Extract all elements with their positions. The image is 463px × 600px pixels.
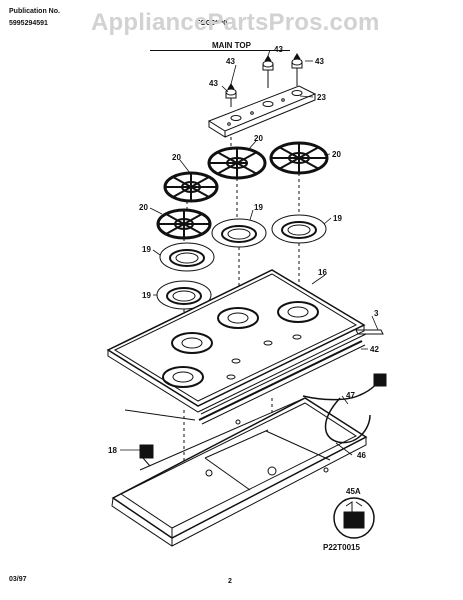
footer-page-number: 2	[228, 578, 232, 585]
callout-43: 43	[274, 45, 283, 54]
front-trim	[124, 409, 196, 421]
watermark: AppliancePartsPros.com	[91, 9, 380, 36]
knob-43-left[interactable]	[225, 83, 237, 107]
callout-19: 19	[333, 214, 342, 223]
burner-grate-20-mid-left[interactable]	[163, 171, 219, 203]
callout-20: 20	[172, 153, 181, 162]
knob-43-right[interactable]	[291, 53, 303, 86]
callout-3: 3	[374, 309, 379, 318]
knob-43-middle[interactable]	[262, 55, 274, 88]
main-cooktop-16[interactable]	[106, 269, 366, 413]
burner-grate-20-top-right[interactable]	[269, 141, 329, 175]
burner-box[interactable]	[111, 397, 368, 547]
leader-lines	[120, 49, 379, 456]
trim-strip-3[interactable]	[200, 329, 384, 415]
publication-label: Publication No.	[9, 8, 60, 15]
burner-grate-20-lower-left[interactable]	[156, 208, 212, 240]
callout-19: 19	[254, 203, 263, 212]
callout-19: 19	[142, 245, 151, 254]
bracket-18[interactable]	[139, 444, 154, 467]
callout-43: 43	[226, 57, 235, 66]
control-panel-23[interactable]	[207, 85, 317, 138]
drip-pan-19-left-upper[interactable]	[159, 242, 215, 272]
terminal-block-45A-inset[interactable]	[333, 497, 375, 539]
callout-23: 23	[317, 93, 326, 102]
section-title: MAIN TOP	[212, 41, 251, 50]
drip-pan-19-middle[interactable]	[211, 218, 267, 248]
callout-19: 19	[142, 291, 151, 300]
callout-47: 47	[346, 391, 355, 400]
model-number: FGG6***0	[196, 20, 228, 27]
callout-45A: 45A	[346, 487, 361, 496]
power-cord-47[interactable]	[302, 373, 387, 444]
drip-pan-19-right[interactable]	[271, 214, 327, 244]
callout-20: 20	[332, 150, 341, 159]
gasket-42[interactable]	[198, 340, 366, 425]
callout-16: 16	[318, 268, 327, 277]
callout-20: 20	[254, 134, 263, 143]
callout-20: 20	[139, 203, 148, 212]
publication-number: 5995294591	[9, 20, 48, 27]
callout-43: 43	[209, 79, 218, 88]
burner-grate-20-top-middle[interactable]	[207, 146, 267, 180]
callout-18: 18	[108, 446, 117, 455]
callout-43: 43	[315, 57, 324, 66]
figure-code: P22T0015	[323, 543, 360, 552]
title-underline	[150, 50, 290, 51]
callout-42: 42	[370, 345, 379, 354]
callout-labels: 43 43 43 43 23 20 20 20 20 19 19 19 19 1…	[108, 45, 379, 552]
footer-date: 03/97	[9, 576, 27, 583]
callout-46: 46	[357, 451, 366, 460]
